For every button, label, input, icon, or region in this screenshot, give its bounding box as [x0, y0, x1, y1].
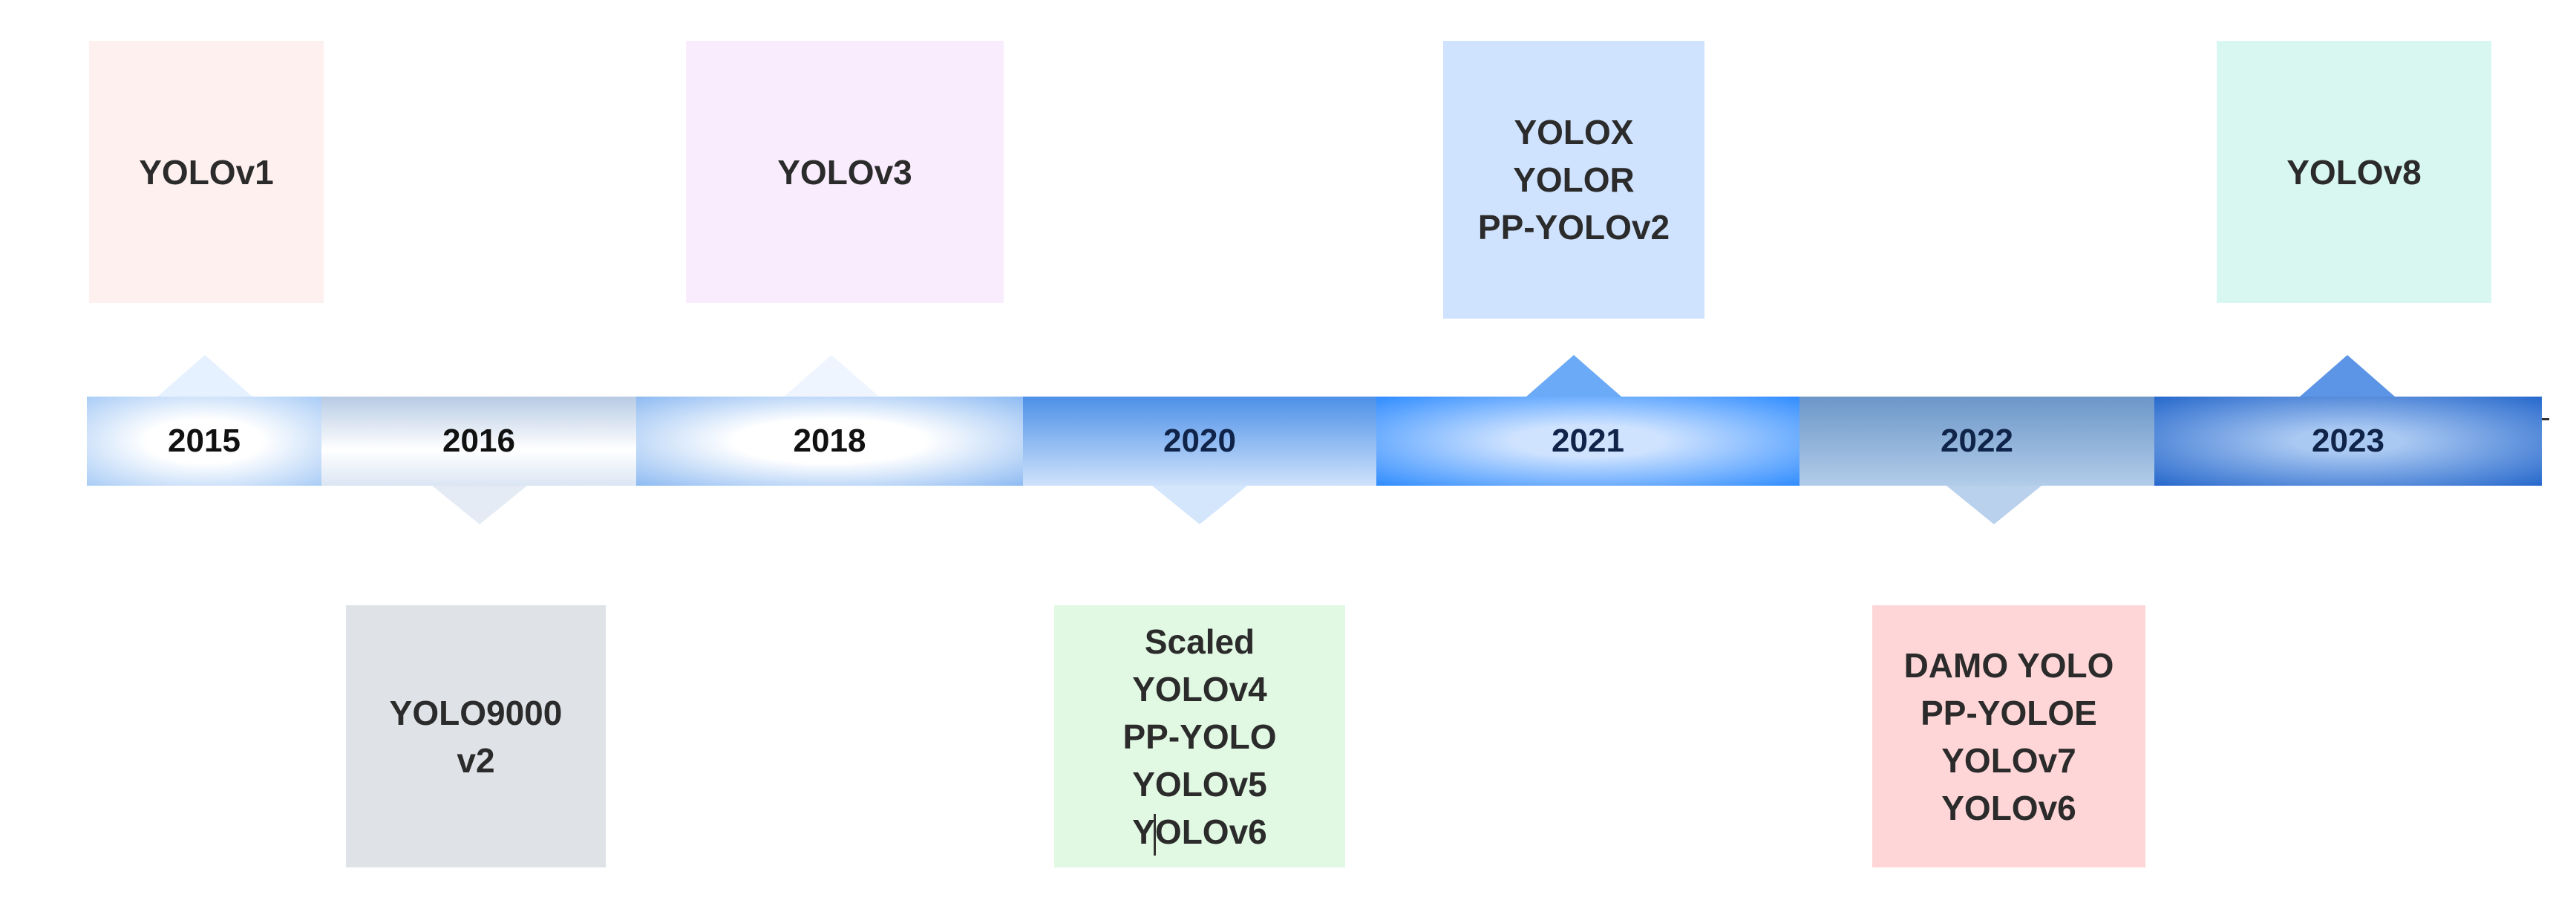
year-label: 2020	[1163, 423, 1236, 459]
event-box-2022: DAMO YOLO PP-YOLOE YOLOv7 YOLOv6	[1872, 605, 2145, 867]
connector-down-2022	[1946, 486, 2041, 524]
event-box-2016: YOLO9000 v2	[346, 605, 606, 867]
year-label: 2021	[1552, 423, 1624, 459]
event-label: YOLOv6	[1132, 812, 1267, 851]
timeline-segment-2016: 2016	[321, 397, 636, 486]
event-label: PP-YOLOE	[1920, 693, 2097, 732]
timeline-segment-2015: 2015	[87, 397, 321, 486]
connector-up-2015	[157, 355, 252, 397]
event-label: YOLOX	[1514, 113, 1634, 152]
event-label: YOLOv4	[1132, 669, 1267, 709]
connector-up-2018	[784, 355, 879, 397]
timeline-segment-2021: 2021	[1376, 397, 1799, 486]
event-label: YOLOv8	[2286, 152, 2422, 192]
event-box-2023: YOLOv8	[2217, 41, 2491, 303]
year-label: 2023	[2312, 423, 2384, 459]
event-box-2020: Scaled YOLOv4 PP-YOLO YOLOv5 YOLOv6	[1054, 605, 1345, 867]
event-label: PP-YOLOv2	[1477, 208, 1670, 247]
event-label: Scaled	[1144, 622, 1255, 661]
event-label: v2	[457, 740, 495, 780]
connector-up-2023	[2300, 355, 2395, 397]
event-box-2018: YOLOv3	[686, 41, 1004, 303]
timeline-segment-2018: 2018	[636, 397, 1023, 486]
event-label: DAMO YOLO	[1903, 645, 2114, 685]
event-label: YOLOv7	[1941, 740, 2076, 780]
year-label: 2015	[168, 423, 241, 459]
event-label: PP-YOLO	[1122, 717, 1277, 756]
event-box-2015: YOLOv1	[89, 41, 324, 303]
event-label: YOLOv5	[1132, 764, 1267, 804]
event-box-2021: YOLOX YOLOR PP-YOLOv2	[1443, 41, 1704, 319]
year-label: 2022	[1941, 423, 2013, 459]
event-label: YOLOv3	[777, 152, 912, 192]
connector-down-2020	[1152, 486, 1247, 524]
connector-down-2016	[432, 486, 527, 524]
year-label: 2018	[793, 423, 866, 459]
connector-up-2021	[1526, 355, 1621, 397]
timeline-segment-2023: 2023	[2154, 397, 2542, 486]
text-cursor	[1154, 814, 1156, 856]
year-label: 2016	[442, 423, 515, 459]
event-label: YOLOv6	[1941, 788, 2076, 827]
event-label: YOLO9000	[389, 693, 563, 732]
timeline-end-tick	[2542, 418, 2549, 420]
event-label: YOLOv1	[139, 152, 274, 192]
timeline-segment-2022: 2022	[1799, 397, 2154, 486]
event-label: YOLOR	[1513, 160, 1635, 199]
timeline-segment-2020: 2020	[1023, 397, 1376, 486]
